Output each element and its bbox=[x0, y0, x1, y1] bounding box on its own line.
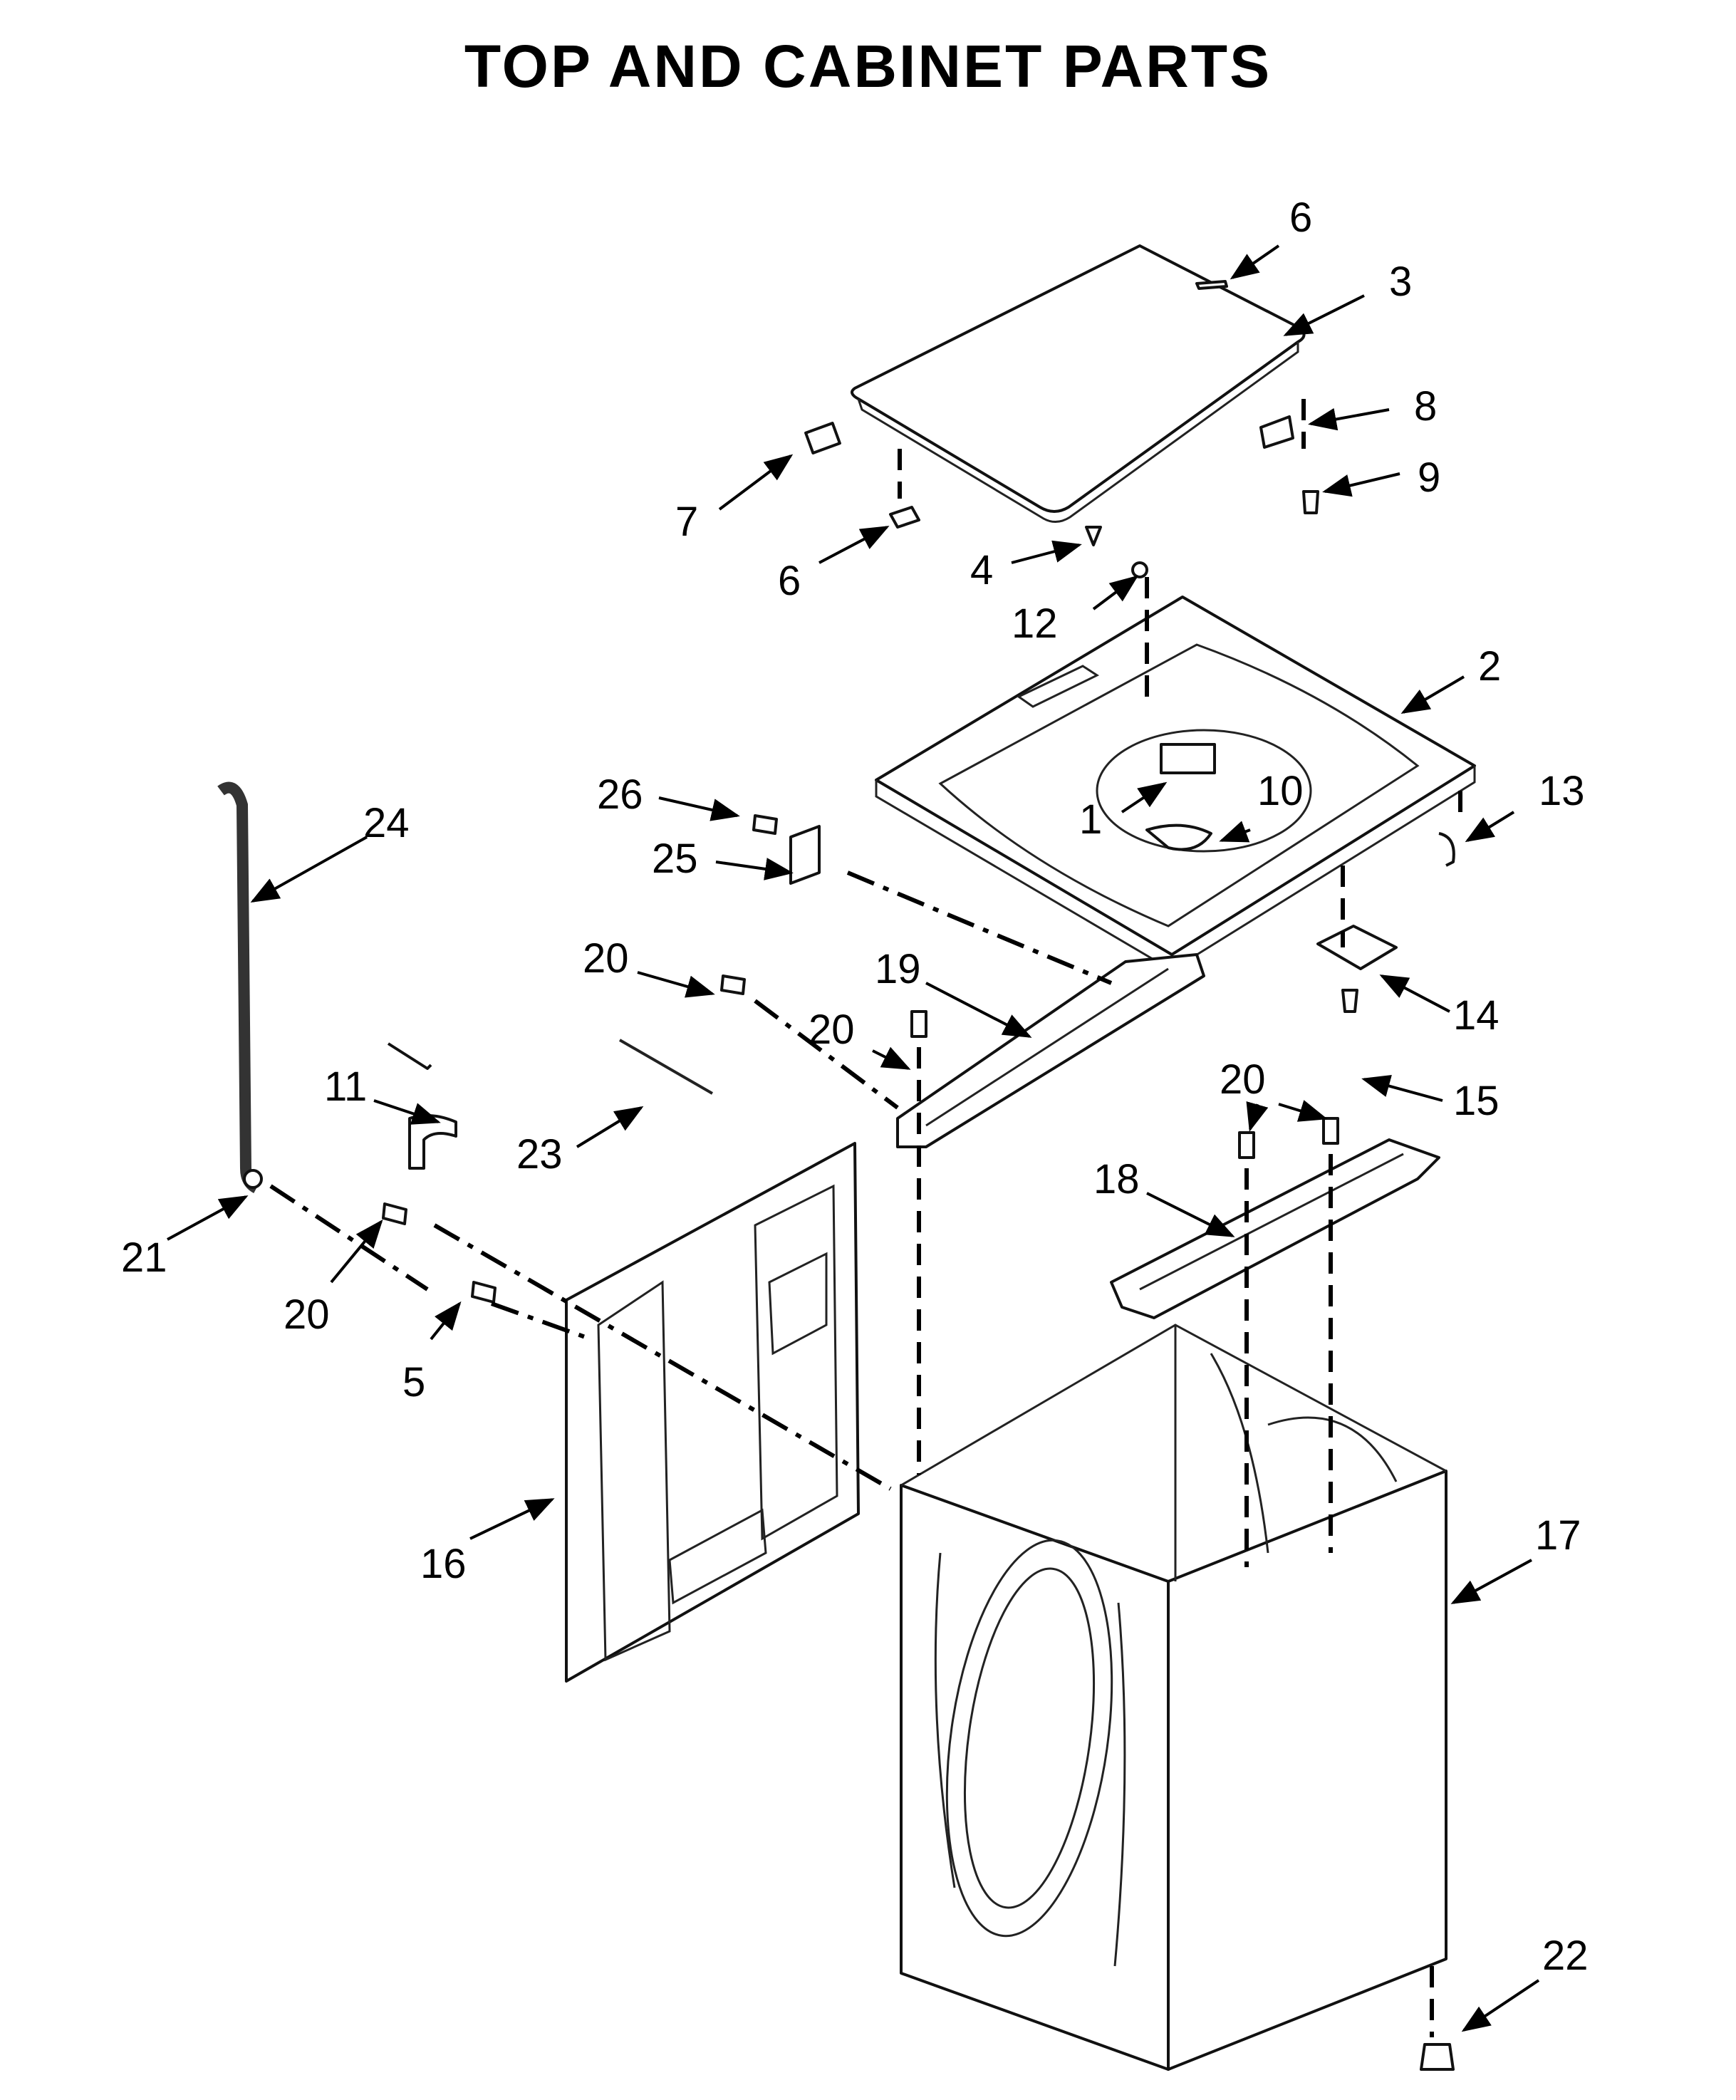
callout-26: 26 bbox=[597, 771, 643, 818]
callout-12: 12 bbox=[1012, 601, 1058, 647]
callout-20-lower-left: 20 bbox=[284, 1291, 330, 1338]
callout-9: 9 bbox=[1418, 454, 1440, 501]
callout-13: 13 bbox=[1539, 768, 1585, 814]
callout-19: 19 bbox=[875, 946, 921, 992]
callout-18: 18 bbox=[1093, 1156, 1140, 1202]
callout-25: 25 bbox=[652, 836, 698, 882]
callout-2: 2 bbox=[1478, 643, 1501, 690]
callout-14: 14 bbox=[1453, 992, 1499, 1039]
callout-20-front-brace: 20 bbox=[809, 1007, 855, 1053]
rear-brace-part bbox=[1110, 1138, 1440, 1319]
callout-15: 15 bbox=[1453, 1078, 1499, 1124]
callout-21: 21 bbox=[121, 1234, 167, 1281]
callout-10: 10 bbox=[1257, 768, 1304, 814]
callout-6-top: 6 bbox=[1289, 194, 1312, 241]
callout-5: 5 bbox=[402, 1359, 425, 1405]
cabinet-part bbox=[900, 1324, 1447, 2071]
callout-22: 22 bbox=[1542, 1933, 1589, 1979]
lid-part bbox=[851, 244, 1306, 523]
callout-7: 7 bbox=[675, 499, 698, 545]
callout-6-left: 6 bbox=[778, 558, 801, 604]
front-brace-part bbox=[896, 953, 1205, 1148]
assembly-lines bbox=[269, 399, 1462, 2037]
callout-24: 24 bbox=[363, 800, 410, 846]
callout-16: 16 bbox=[420, 1541, 467, 1587]
callout-23: 23 bbox=[516, 1131, 563, 1178]
callout-20-rear-brace: 20 bbox=[1220, 1056, 1266, 1103]
leader-arrows bbox=[167, 244, 1540, 2032]
callout-labels: 6 3 8 9 7 6 4 12 2 13 1 10 26 25 24 20 1… bbox=[121, 194, 1589, 1979]
callout-11: 11 bbox=[324, 1064, 367, 1110]
callout-17: 17 bbox=[1535, 1512, 1581, 1559]
page-title: TOP AND CABINET PARTS bbox=[464, 33, 1272, 100]
top-panel-part bbox=[875, 596, 1476, 972]
back-panel-part bbox=[565, 1142, 860, 1683]
callout-20-upper-left: 20 bbox=[583, 935, 629, 982]
callout-4: 4 bbox=[970, 547, 993, 593]
drain-hose-part bbox=[217, 781, 263, 1194]
callout-3: 3 bbox=[1389, 259, 1412, 305]
callout-1: 1 bbox=[1079, 796, 1102, 843]
callout-8: 8 bbox=[1414, 383, 1437, 430]
